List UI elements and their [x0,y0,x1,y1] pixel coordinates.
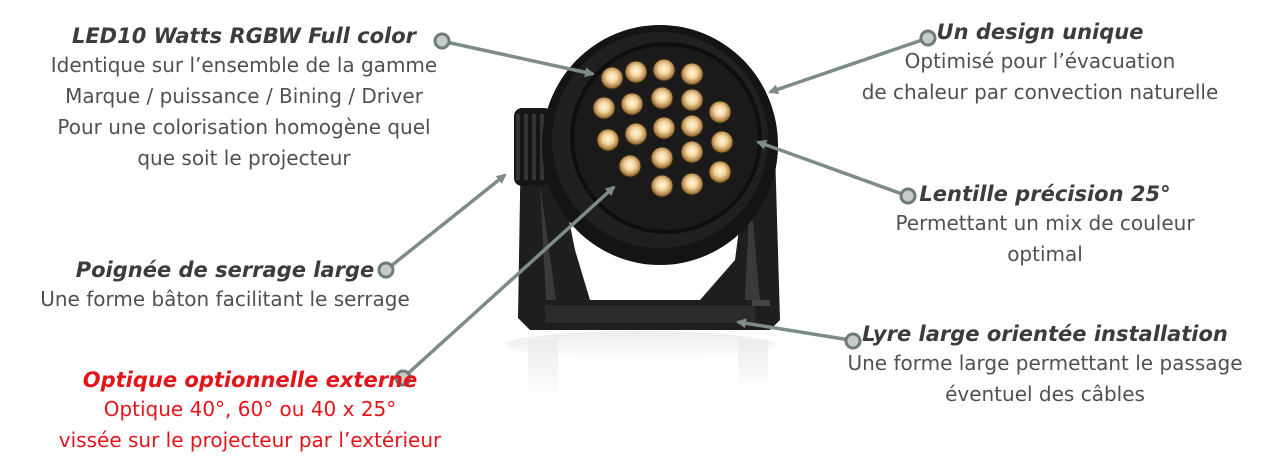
callout-lens-line-1: Permettant un mix de couleur [895,211,1195,235]
callout-design-line-1: Optimisé pour l’évacuation [904,49,1176,73]
callout-handle-line-1: Une forme bâton facilitant le serrage [40,287,410,311]
callout-optic-line-2: vissée sur le projecteur par l’extérieur [58,428,442,452]
callout-design: Un design unique Optimisé pour l’évacuat… [835,18,1245,108]
callout-lens: Lentille précision 25° Permettant un mix… [860,180,1230,270]
callout-design-title: Un design unique [936,20,1144,44]
callout-led-title: LED10 Watts RGBW Full color [71,24,417,48]
callout-design-line-2: de chaleur par convection naturelle [861,80,1219,104]
callout-led-line-2: Marque / puissance / Bining / Driver [65,84,423,108]
callout-led: LED10 Watts RGBW Full color Identique su… [14,22,474,174]
callout-led-line-4: que soit le projecteur [137,146,351,170]
callout-arrows [384,36,929,380]
led-array [592,58,734,198]
clamp-handle [514,108,552,186]
callout-lens-title: Lentille précision 25° [919,182,1171,206]
callout-lens-line-2: optimal [1007,242,1083,266]
callout-optic: Optique optionnelle externe Optique 40°,… [30,366,470,456]
floor-reflection [505,331,775,400]
callout-handle: Poignée de serrage large Une forme bâton… [10,256,440,315]
callout-led-line-1: Identique sur l’ensemble de la gamme [50,53,438,77]
callout-handle-title: Poignée de serrage large [75,258,375,282]
callout-lyre: Lyre large orientée installation Une for… [825,320,1265,410]
callout-lyre-line-1: Une forme large permettant le passage [847,351,1243,375]
callout-led-line-3: Pour une colorisation homogène quel [57,115,431,139]
callout-lyre-title: Lyre large orientée installation [862,322,1228,346]
callout-optic-title: Optique optionnelle externe [82,368,418,392]
callout-lyre-line-2: éventuel des câbles [945,382,1145,406]
callout-optic-line-1: Optique 40°, 60° ou 40 x 25° [103,397,397,421]
callout-dots [377,29,937,387]
